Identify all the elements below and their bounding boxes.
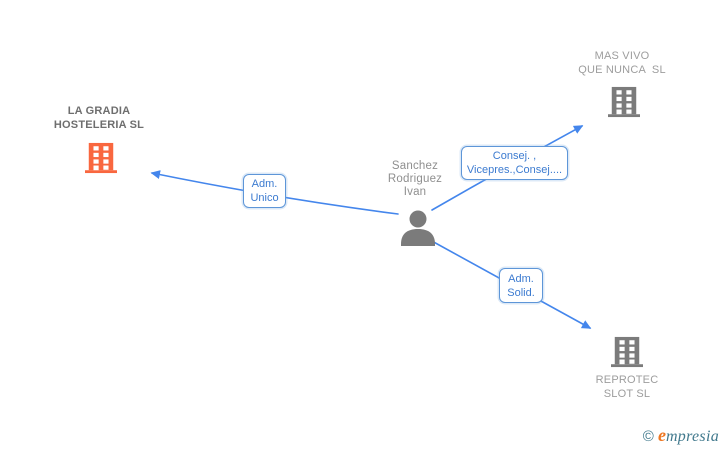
edge-label-adm-solid: Adm. Solid. <box>499 268 543 303</box>
edge-label-adm-unico: Adm. Unico <box>243 174 286 208</box>
building-icon[interactable] <box>611 336 643 368</box>
edge-label-line: Unico <box>250 192 279 204</box>
brand-initial: e <box>657 425 666 445</box>
company-node-reprotec-label[interactable]: REPROTEC SLOT SL <box>547 373 707 401</box>
edge-label-line: Consej. , <box>492 150 537 162</box>
edge-label-line: Adm. <box>251 178 278 190</box>
company-name-line: MAS VIVO <box>594 50 650 62</box>
company-name-line: QUE NUNCA SL <box>578 64 666 76</box>
person-name-line: Ivan <box>403 186 427 198</box>
empresia-watermark: © empresia <box>643 426 719 446</box>
person-name-line: Rodriguez <box>387 173 443 185</box>
building-icon[interactable] <box>608 86 640 118</box>
copyright-icon: © <box>642 428 654 445</box>
company-node-la-gradia-label[interactable]: LA GRADIA HOSTELERIA SL <box>19 104 179 132</box>
person-name-line: Sanchez <box>391 160 439 172</box>
building-icon[interactable] <box>85 142 117 174</box>
company-name-line: LA GRADIA <box>67 105 131 117</box>
company-node-mas-vivo-label[interactable]: MAS VIVO QUE NUNCA SL <box>542 49 702 77</box>
person-node-label[interactable]: Sanchez Rodriguez Ivan <box>335 160 495 199</box>
company-name-line: REPROTEC <box>595 374 659 386</box>
company-name-line: SLOT SL <box>603 388 651 400</box>
brand-name: mpresia <box>665 428 719 445</box>
edge-label-line: Vicepres.,Consej.... <box>466 164 563 176</box>
edge-label-line: Solid. <box>507 286 535 299</box>
company-name-line: HOSTELERIA SL <box>53 119 145 131</box>
edge-label-consej: Consej. , Vicepres.,Consej.... <box>461 146 568 180</box>
person-icon[interactable] <box>398 210 438 246</box>
edge-label-line: Adm. <box>508 272 534 285</box>
